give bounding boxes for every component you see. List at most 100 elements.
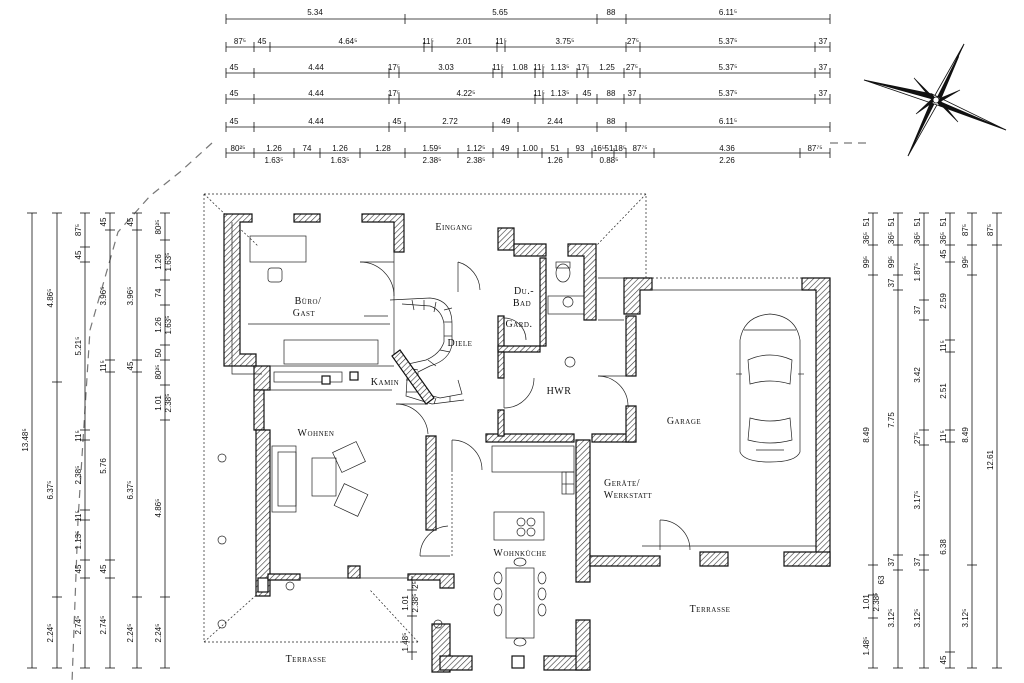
dim-top-r6-1: 1.26 <box>266 144 282 153</box>
dim-left-c6-4: 1.26 <box>154 317 163 333</box>
dim-top-r6b-3: 2.38⁵ <box>467 156 486 165</box>
dim-left-c3-3: 11⁵ <box>74 430 83 442</box>
dim-top-r2-3: 11⁵ <box>422 37 434 46</box>
dim-top-r3-7: 1.13⁵ <box>551 63 570 72</box>
room-wohnen: Wohnen <box>298 428 335 439</box>
dim-top-r1-1: 5.65 <box>492 8 508 17</box>
dim-top-r6b-1: 1.63⁵ <box>331 156 350 165</box>
dim-left-c5-4: 2.24⁵ <box>126 624 135 643</box>
dim-right-c3-0: 51 <box>913 217 922 226</box>
compass-north-label: N <box>957 45 972 63</box>
dim-left-c6-2: 1.63⁵ <box>164 253 173 272</box>
dim-top-r6-10: 93 <box>576 144 585 153</box>
dim-inner-2: 2.38⁵ <box>411 594 420 613</box>
room-geraete-line2: Werkstatt <box>604 490 653 501</box>
room-kamin: Kamin <box>371 377 399 388</box>
dim-top-r5-0: 45 <box>230 117 239 126</box>
dim-top-r6-0: 80²⁵ <box>231 144 246 153</box>
dim-top-r6-16: 87⁷⁵ <box>807 144 822 153</box>
dim-right-c4-2: 45 <box>939 249 948 258</box>
dim-left-c6-8: 1.01 <box>154 395 163 411</box>
dim-left-c6-0: 80²⁵ <box>154 220 163 235</box>
dim-left-c6-5: 1.63⁵ <box>164 316 173 335</box>
dim-right-c2-6: 3.12⁵ <box>887 609 896 628</box>
dim-left-c6-9: 2.38⁵ <box>164 394 173 413</box>
dim-left-c3-7: 45 <box>74 564 83 573</box>
dim-top-r3-9: 1.25 <box>599 63 615 72</box>
dim-top-r1-2: 88 <box>607 8 616 17</box>
dim-top-r5-5: 2.44 <box>547 117 563 126</box>
dim-top-r4-8: 37 <box>628 89 637 98</box>
dim-right-c3-1: 36⁵ <box>913 232 922 244</box>
dim-left-c4-2: 11⁵ <box>99 360 108 372</box>
room-hwr: HWR <box>547 386 572 397</box>
dim-top-r6-15: 4.36 <box>719 144 735 153</box>
dim-top-r1-0: 5.34 <box>307 8 323 17</box>
dim-top-r3-8: 17⁵ <box>577 63 589 72</box>
dim-top-r6-3: 1.26 <box>332 144 348 153</box>
property-line-left <box>71 142 213 683</box>
dim-left-c4-1: 3.96⁵ <box>99 287 108 306</box>
dim-top-r3-11: 5.37⁵ <box>719 63 738 72</box>
dim-right-c4-8: 45 <box>939 655 948 664</box>
dim-top-r4-10: 37 <box>819 89 828 98</box>
dim-right-c3-2: 1.87⁵ <box>913 263 922 282</box>
dim-top-r4-9: 5.37⁵ <box>719 89 738 98</box>
dim-left-c2-0: 4.86⁵ <box>46 289 55 308</box>
dim-right-c4-0: 51 <box>939 217 948 226</box>
dim-left-c6-7: 80²⁵ <box>154 365 163 380</box>
dim-top-r6-2: 74 <box>303 144 312 153</box>
dim-right-c6-1: 12.61 <box>986 449 995 470</box>
dim-right-c5-2: 8.49 <box>961 427 970 443</box>
dim-top-r4-0: 45 <box>230 89 239 98</box>
dim-right-c5-1: 99⁵ <box>961 256 970 268</box>
dim-right-c3-4: 3.42 <box>913 367 922 383</box>
dim-top-r5-6: 88 <box>607 117 616 126</box>
room-gard: Gard. <box>505 319 532 330</box>
dim-left-c3-6: 1.13⁵ <box>74 531 83 550</box>
dim-top-r6-7: 49 <box>501 144 510 153</box>
dim-left-c3-0: 87⁵ <box>74 224 83 236</box>
dim-top-r6-8: 1.00 <box>522 144 538 153</box>
dim-top-r2-4: 2.01 <box>456 37 472 46</box>
dim-right-c1-0: 51 <box>862 217 871 226</box>
room-diele: Diele <box>448 338 473 349</box>
inner-dimension-chain: 2⁵ 1.01 2.38⁵ 1.48⁵ <box>401 576 420 660</box>
dim-right-c1-3: 8.49 <box>862 427 871 443</box>
dim-top-r5-3: 2.72 <box>442 117 458 126</box>
dim-left-c3-8: 2.74⁵ <box>74 616 83 635</box>
room-buero-line1: Büro/ <box>295 296 322 307</box>
top-dimension-chain: 5.34 5.65 88 6.11⁵ 87⁵ 45 4.64⁵ 11⁵ 2.01… <box>225 8 831 165</box>
right-dimension-chains: 51 36⁵ 99⁵ 8.49 1.01 63 2.38⁵ 1.48⁵ 51 3… <box>862 212 1002 669</box>
dim-right-c1-7: 1.48⁵ <box>862 637 871 656</box>
dim-top-r4-4: 11⁵ <box>533 89 545 98</box>
dim-right-c4-5: 2.51 <box>939 383 948 399</box>
dim-top-r3-4: 11⁵ <box>492 63 504 72</box>
dim-right-c3-7: 37 <box>913 557 922 566</box>
dim-top-r6-13: 18⁵ <box>614 144 626 153</box>
dim-left-c6-11: 2.24⁵ <box>154 624 163 643</box>
dim-top-r6-9: 51 <box>551 144 560 153</box>
dim-inner-0: 2⁵ <box>411 581 420 589</box>
compass-rose-icon: N <box>863 43 1007 157</box>
dim-top-r6-4: 1.28 <box>375 144 391 153</box>
dim-right-c5-0: 87⁵ <box>961 224 970 236</box>
dim-top-r2-9: 37 <box>819 37 828 46</box>
dim-right-c4-4: 11⁵ <box>939 340 948 352</box>
dim-left-c3-2: 5.21⁵ <box>74 337 83 356</box>
dim-top-r2-8: 5.37⁵ <box>719 37 738 46</box>
dim-top-r5-1: 4.44 <box>308 117 324 126</box>
dim-left-c6-10: 4.86⁵ <box>154 499 163 518</box>
room-garage: Garage <box>667 416 701 427</box>
dim-left-c4-4: 45 <box>99 564 108 573</box>
car-icon <box>736 313 804 463</box>
dim-right-c2-2: 99⁵ <box>887 256 896 268</box>
dim-top-r2-6: 3.75⁵ <box>556 37 575 46</box>
dim-right-c2-1: 36⁵ <box>887 232 896 244</box>
dim-top-r4-2: 17⁵ <box>388 89 400 98</box>
dim-top-r2-1: 45 <box>258 37 267 46</box>
dim-right-c1-1: 36⁵ <box>862 232 871 244</box>
dim-top-r2-5: 11⁵ <box>495 37 507 46</box>
